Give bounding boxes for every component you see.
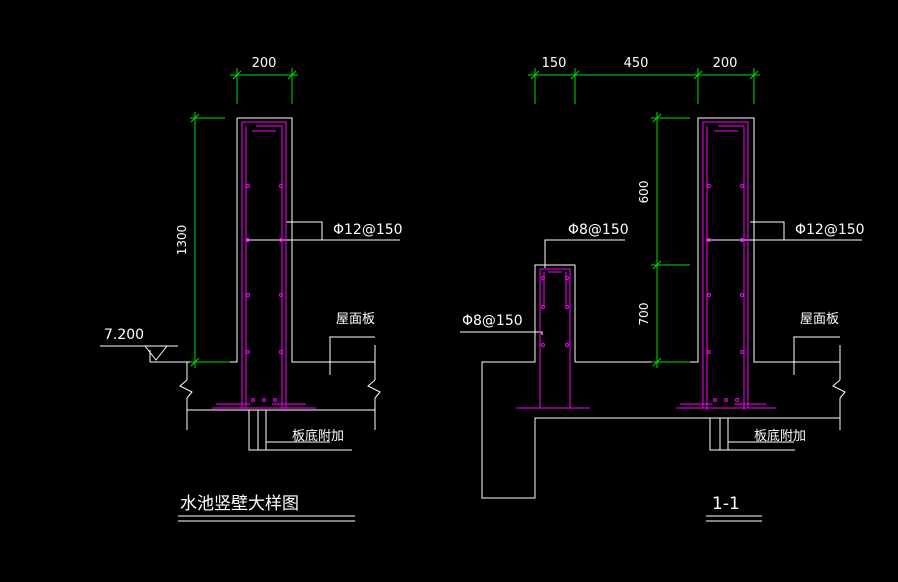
left-roof-slab-label: 屋面板	[336, 312, 375, 327]
right-dim-450: 450	[624, 56, 649, 71]
left-elevation-label: 7.200	[104, 327, 144, 343]
right-bottom-add-label: 板底附加	[754, 428, 806, 444]
right-concrete-outline	[460, 117, 862, 522]
left-bottom-add-label: 板底附加	[292, 428, 344, 444]
left-elevation-marker	[100, 345, 178, 361]
left-dim-width-200: 200	[252, 56, 277, 71]
left-concrete-outline	[149, 117, 400, 451]
left-texts: 200 1300 Φ12@150 7.200 屋面板 板底附加 水池竖壁大样图	[104, 56, 403, 514]
left-rebar-label: Φ12@150	[333, 222, 403, 238]
right-roof-slab-label: 屋面板	[800, 312, 839, 327]
right-dim-150: 150	[542, 56, 567, 71]
right-rebar-label-tall: Φ12@150	[795, 222, 865, 238]
left-dim-height-1300: 1300	[175, 225, 189, 256]
right-rebar-label-short-top: Φ8@150	[568, 222, 629, 238]
right-dimensions	[528, 68, 760, 368]
left-wall-detail	[100, 68, 400, 522]
right-rebar	[516, 121, 776, 410]
right-wall-detail	[460, 68, 862, 522]
right-dim-700: 700	[637, 303, 651, 326]
right-rebar-label-short-left: Φ8@150	[462, 313, 523, 329]
right-dim-200: 200	[713, 56, 738, 71]
right-dim-600: 600	[637, 181, 651, 204]
left-dimensions	[190, 68, 298, 368]
right-section-label: 1-1	[712, 494, 740, 514]
right-texts: 150 450 200 600 700 Φ12@150 Φ8@150 Φ8@15…	[462, 56, 865, 514]
left-title: 水池竖壁大样图	[180, 494, 299, 514]
left-rebar	[212, 121, 316, 410]
left-title-underline	[178, 515, 355, 522]
